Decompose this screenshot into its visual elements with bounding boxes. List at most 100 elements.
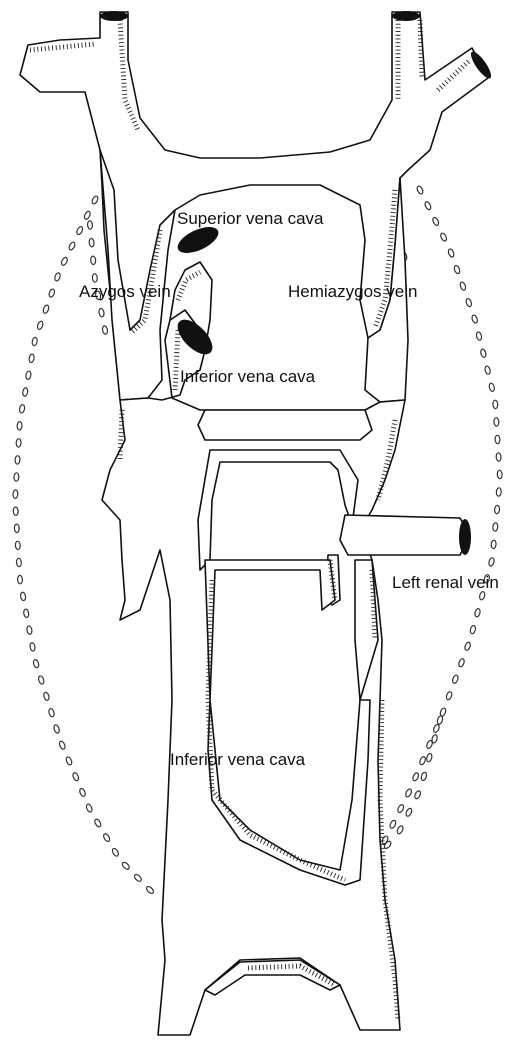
vessel-bead (72, 772, 80, 782)
vessel-bead (48, 708, 55, 717)
vessel-bead (38, 675, 45, 684)
vessel-bead (98, 308, 104, 317)
vessel-bead (79, 788, 87, 798)
vessel-bead (453, 265, 460, 275)
vessel-bead (491, 540, 497, 549)
vessel-bead (15, 456, 20, 465)
vessel-bead (20, 592, 26, 601)
vessel-bead (54, 272, 61, 282)
vessel-bead (42, 304, 49, 314)
vessel-bead (447, 248, 454, 258)
vessel-bead (416, 185, 424, 195)
vessel-bead (14, 473, 19, 482)
vessel-bead (471, 314, 478, 324)
vessel-bead (419, 756, 427, 766)
vessel-bead (479, 591, 486, 600)
vessel-bead (426, 753, 433, 762)
vessel-bead (397, 804, 405, 814)
vessel-bead (465, 298, 472, 308)
vessel-bead (85, 803, 93, 813)
vessel-bead (90, 256, 96, 265)
vessel-bead (458, 658, 465, 668)
vessel-bead (412, 772, 420, 782)
label-inferior-vena-cava-lower: Inferior vena cava (170, 750, 306, 769)
transverse-anastomosis (198, 410, 372, 440)
vessel-bead (484, 366, 491, 375)
vessel-bead (89, 238, 95, 247)
label-left-renal-vein: Left renal vein (392, 573, 499, 592)
vessel-bead (13, 507, 18, 516)
vessel-bead (431, 734, 438, 743)
vessel-bead (133, 873, 142, 882)
vessel-bead (92, 273, 98, 282)
vessel-bead (414, 790, 422, 800)
vessel-bead (459, 281, 466, 291)
vessel-bead (494, 418, 499, 427)
vessel-bead (496, 488, 502, 497)
vessel-bead (68, 241, 76, 251)
vessel-bead (424, 201, 432, 211)
label-superior-vena-cava: Superior vena cava (177, 209, 324, 228)
vessel-bead (91, 195, 99, 205)
vessel-bead (17, 575, 22, 584)
vessel-bead (493, 400, 498, 409)
vessel-bead (474, 608, 481, 617)
vessel-bead (37, 321, 44, 331)
vessel-bead (33, 659, 40, 668)
vessel-bead (17, 421, 22, 430)
vessel-bead (452, 674, 459, 684)
vessel-bead (16, 558, 21, 567)
vessel-bead (83, 210, 91, 220)
label-hemiazygos-vein: Hemiazygos vein (288, 282, 417, 301)
vessel-bead (111, 847, 119, 857)
vessel-bead (464, 642, 471, 652)
vessel-bead (102, 833, 110, 843)
vessel-bead (121, 861, 130, 870)
vessel-bead (405, 807, 413, 817)
vessel-bead (16, 439, 21, 448)
vessel-bead (87, 221, 93, 230)
vessel-bead (29, 642, 35, 651)
vessel-bead (405, 788, 413, 798)
vessel-bead (102, 325, 108, 334)
vessel-bead (15, 541, 20, 550)
vessel-bead (76, 226, 84, 236)
vessel-bead (13, 490, 18, 499)
vessel-bead (494, 505, 500, 514)
vessel-bead (53, 724, 60, 733)
vessel-bead (94, 818, 102, 828)
vessel-bead (396, 825, 404, 835)
left-renal-vein (340, 515, 470, 555)
vessel-bead (496, 453, 501, 462)
vessel-bead (28, 354, 34, 363)
vessel-bead (437, 715, 444, 724)
vessel-bead (495, 435, 500, 444)
vessel-bead (476, 331, 483, 340)
vessel-bead (389, 819, 397, 829)
vessel-bead (22, 387, 28, 396)
vessel-bead (488, 557, 495, 566)
vessel-bead (432, 217, 440, 227)
vessel-bead (43, 692, 50, 701)
vessel-bead (58, 740, 66, 750)
vessel-bead (48, 288, 55, 298)
vessel-bead (65, 756, 73, 766)
vessel-bead (433, 724, 441, 734)
vessel-bead (420, 772, 427, 781)
vessel-bead (480, 349, 487, 358)
vessel-bead (60, 256, 68, 266)
vessel-bead (26, 626, 32, 635)
vessel-bead (19, 404, 25, 413)
label-inferior-vena-cava-upper: Inferior vena cava (180, 367, 316, 386)
vessel-bead (23, 609, 29, 618)
vessel-bead (32, 337, 38, 346)
vessel-bead (469, 625, 476, 634)
vessel-bead (488, 383, 495, 392)
vessel-bead (25, 371, 31, 380)
vessel-bead (440, 232, 448, 242)
vessel-bead (497, 470, 502, 479)
vessel-bead (14, 524, 19, 533)
vessel-bead (492, 523, 498, 532)
vessel-bead (445, 691, 452, 701)
